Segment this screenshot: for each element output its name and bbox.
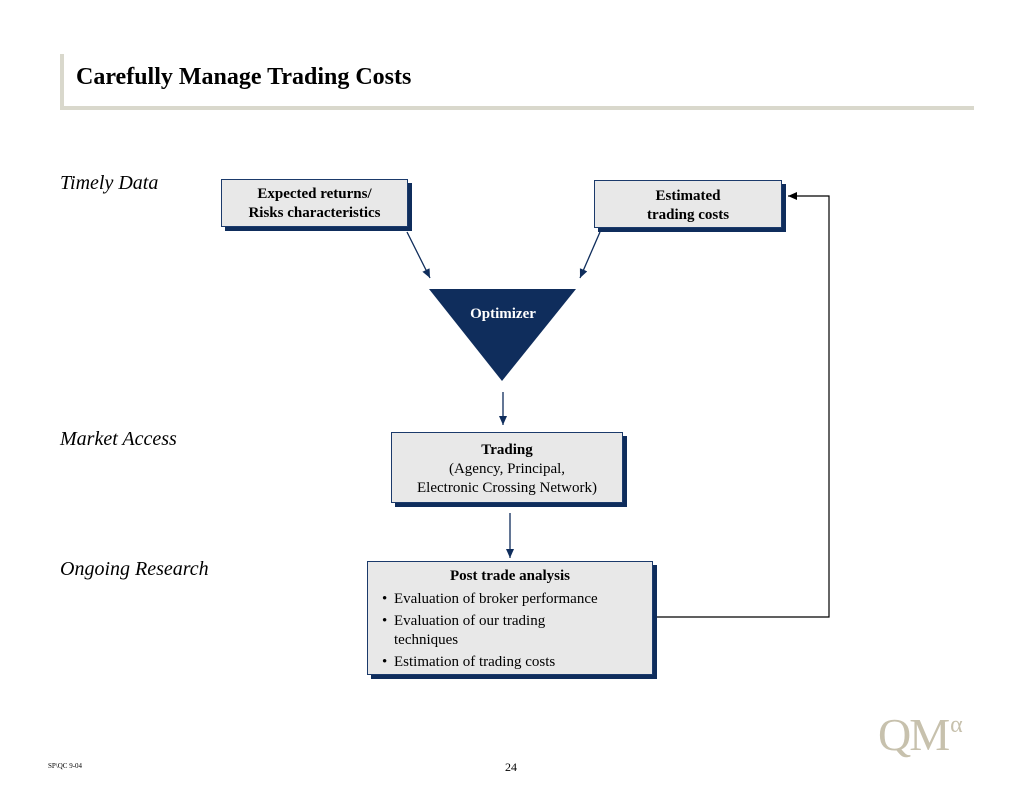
expected-returns-line1: Expected returns/ <box>257 186 372 202</box>
arrow-returns-to-optimizer <box>406 231 431 279</box>
title-bar: Carefully Manage Trading Costs <box>60 54 974 110</box>
optimizer-label: Optimizer <box>470 306 536 322</box>
estimated-costs-line1: Estimated <box>655 188 721 204</box>
trading-line2: Electronic Crossing Network) <box>417 480 597 496</box>
estimated-costs-line2: trading costs <box>646 207 730 223</box>
expected-returns-box: Expected returns/ Risks characteristics <box>221 179 408 227</box>
footer-code: SP\QC 9-04 <box>48 762 83 770</box>
trading-box: Trading (Agency, Principal, Electronic C… <box>391 432 623 503</box>
post-trade-item: Evaluation of our trading techniques <box>382 612 652 650</box>
post-trade-list: Evaluation of broker performance Evaluat… <box>368 590 652 672</box>
row-label-ongoing-research: Ongoing Research <box>60 558 209 580</box>
page-number: 24 <box>505 760 517 774</box>
page-title: Carefully Manage Trading Costs <box>76 64 412 90</box>
qm-logo: QMα <box>878 708 963 761</box>
estimated-costs-box: Estimated trading costs <box>594 180 782 228</box>
logo-alpha: α <box>950 712 963 738</box>
arrow-costs-to-optimizer <box>579 231 601 279</box>
logo-text: QM <box>878 709 950 760</box>
post-trade-box: Post trade analysis Evaluation of broker… <box>367 561 653 675</box>
post-trade-heading: Post trade analysis <box>450 568 570 584</box>
optimizer-triangle <box>429 289 576 381</box>
expected-returns-line2: Risks characteristics <box>248 205 381 221</box>
row-label-timely-data: Timely Data <box>60 172 159 194</box>
trading-line1: (Agency, Principal, <box>448 461 566 477</box>
row-label-market-access: Market Access <box>60 428 177 450</box>
post-trade-item: Estimation of trading costs <box>382 653 652 672</box>
trading-heading: Trading <box>481 442 533 458</box>
feedback-loop-arrow <box>656 192 830 618</box>
post-trade-item: Evaluation of broker performance <box>382 590 652 609</box>
